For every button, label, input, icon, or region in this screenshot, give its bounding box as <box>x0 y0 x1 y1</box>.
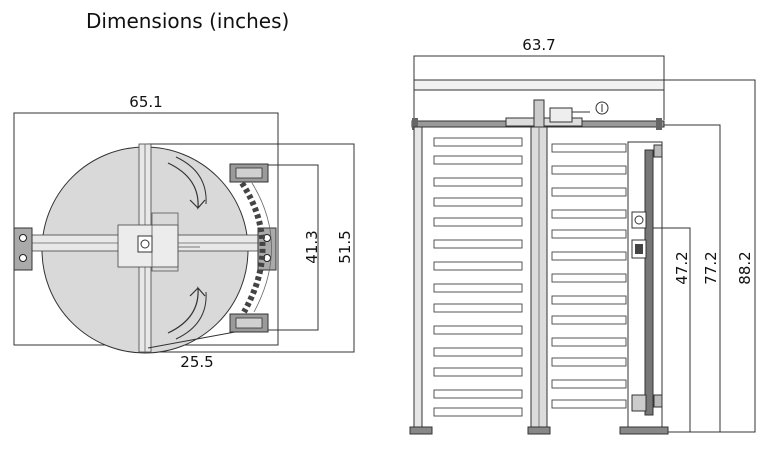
left-post <box>13 227 33 271</box>
dim-height-2-label: 77.2 <box>702 251 720 284</box>
front-view: 63.7 47.2 77.2 88.2 <box>409 36 756 435</box>
dimension-frame-height-2 <box>640 124 721 433</box>
rotation-arrow-top-icon <box>167 162 206 210</box>
dim-offset-label: 25.5 <box>180 353 213 371</box>
dim-front-width-label: 63.7 <box>522 36 555 54</box>
side-rail <box>239 181 266 314</box>
page-title: Dimensions (inches) <box>86 9 290 33</box>
center-foot <box>527 426 551 435</box>
dim-width-label: 65.1 <box>129 93 162 111</box>
dim-depth-inner-label: 41.3 <box>303 230 321 263</box>
top-canopy <box>413 79 665 91</box>
dim-depth-outer-label: 51.5 <box>336 230 354 263</box>
right-foot <box>619 426 669 435</box>
dimension-frame-height-1 <box>650 227 691 432</box>
dim-height-1-label: 47.2 <box>673 251 691 284</box>
rotation-arrow-bottom-icon <box>167 286 206 334</box>
left-foot <box>409 426 433 435</box>
dimension-frame-height-3 <box>664 79 756 433</box>
left-bars <box>433 137 523 417</box>
dim-height-3-label: 88.2 <box>736 251 754 284</box>
right-bars <box>551 143 627 409</box>
lock-icon <box>631 211 647 229</box>
dimension-frame-inner <box>250 164 319 331</box>
top-view: 65.1 41.3 51.5 25.5 <box>13 93 355 371</box>
left-frame-post <box>413 126 423 428</box>
